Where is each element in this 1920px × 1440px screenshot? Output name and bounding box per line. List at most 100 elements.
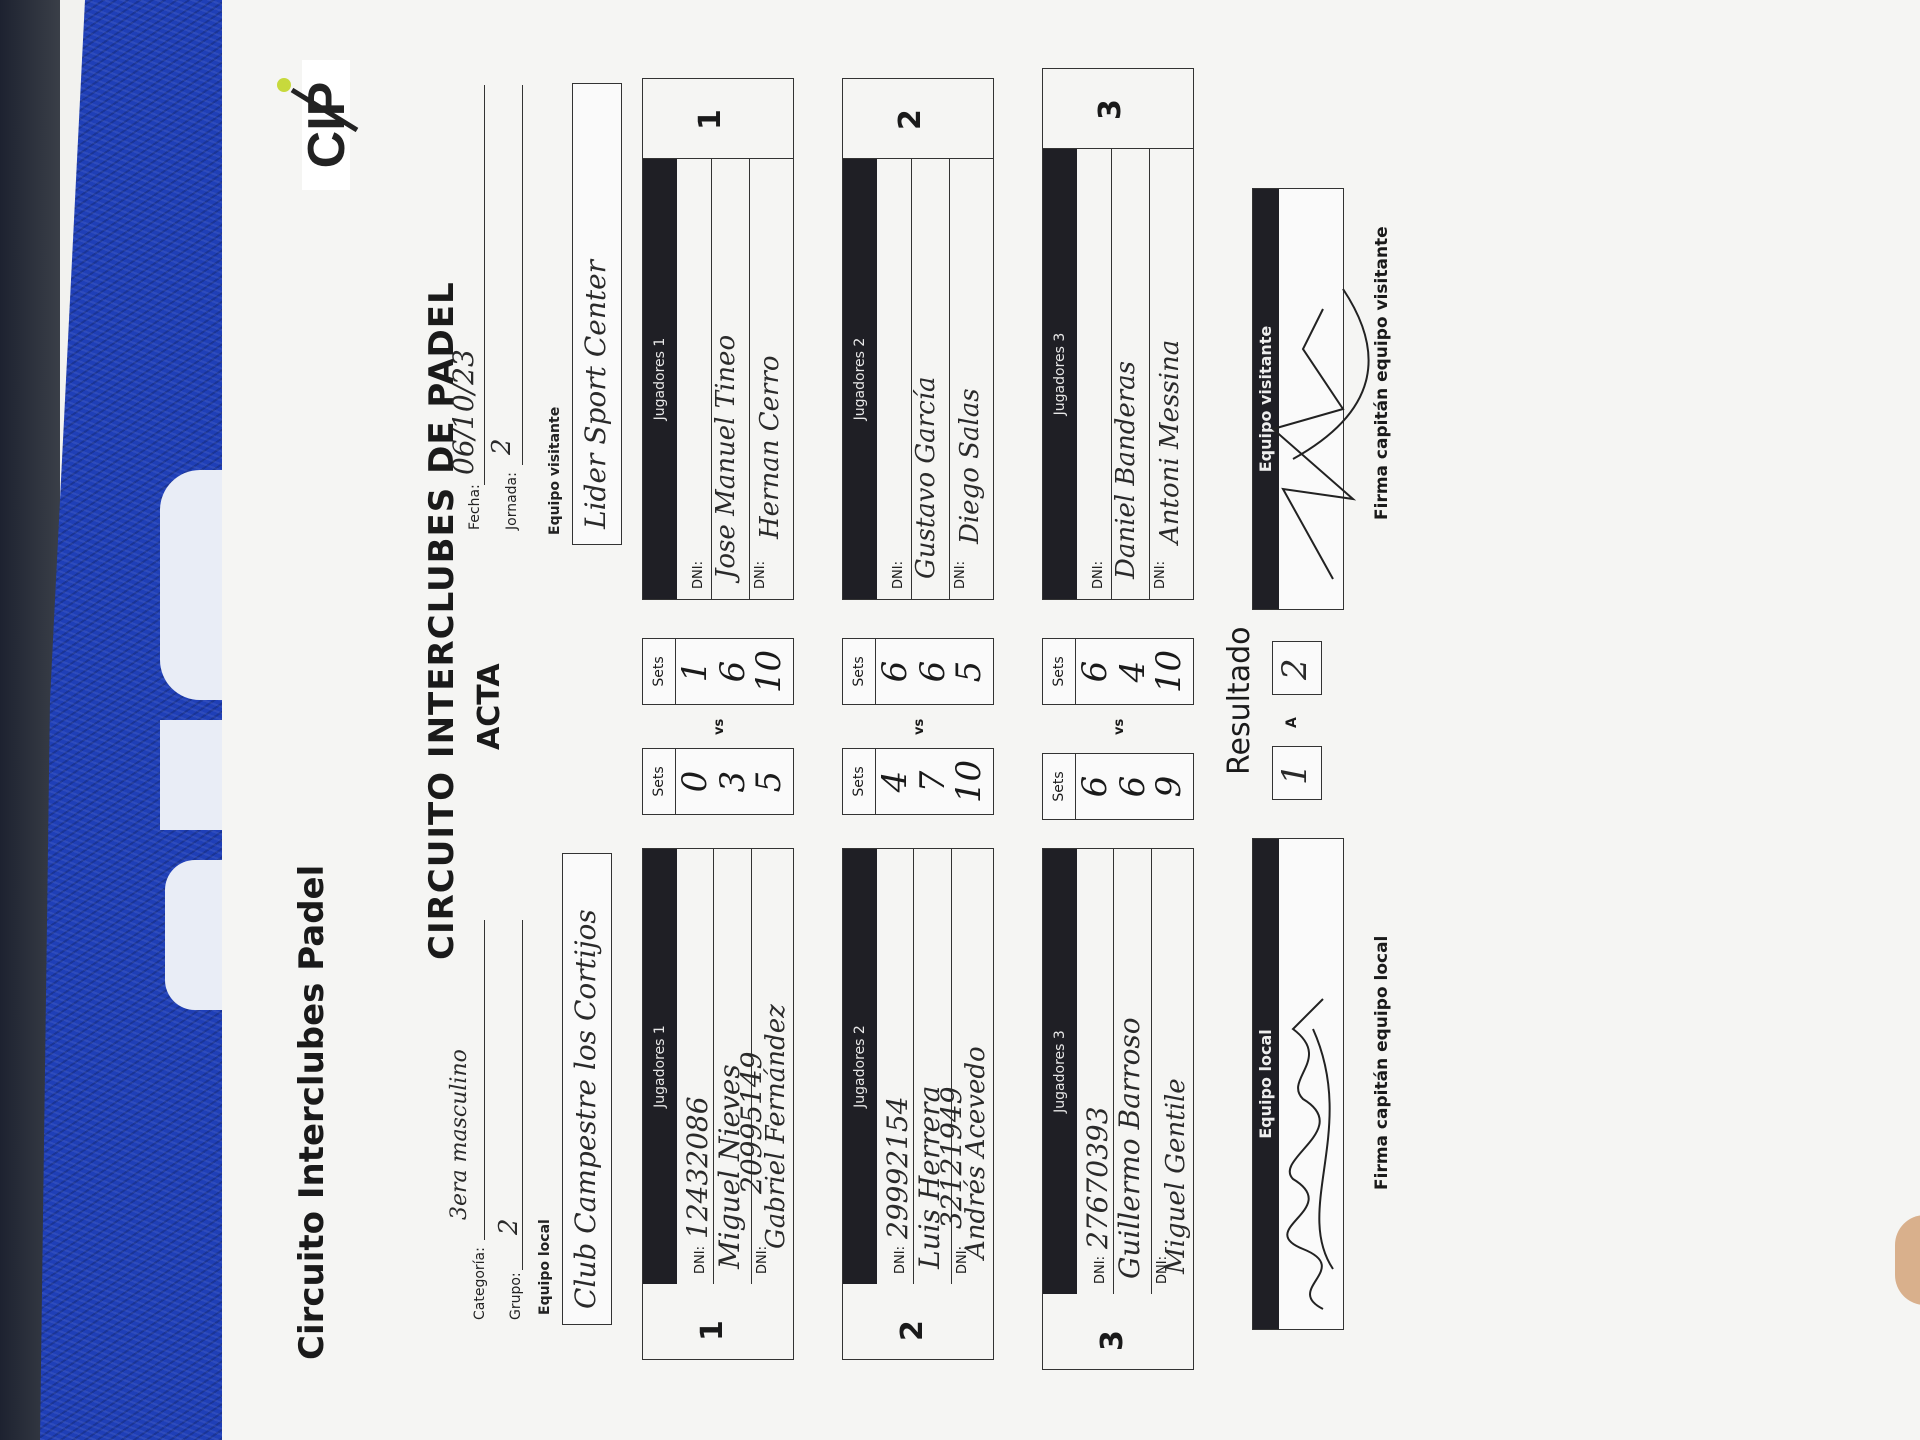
visitor-set-score: 10 (1149, 649, 1189, 694)
local-signature-caption: Firma capitán equipo local (1372, 935, 1392, 1190)
sets-header: Sets (1043, 754, 1076, 819)
jornada-value: 2 (487, 438, 517, 455)
local-set-score: 9 (1149, 775, 1189, 798)
dni-label: DNI: (1091, 561, 1106, 589)
local-set-score: 3 (713, 770, 753, 793)
visitor-pair-2: Jugadores 2 DNI: Gustavo García DNI: Die… (842, 78, 994, 600)
grupo-underline (522, 920, 523, 1270)
document-header: Circuito Interclubes Padel (292, 864, 332, 1360)
local-set-score: 7 (913, 770, 953, 793)
resultado-a: A (1284, 717, 1300, 728)
resultado-label: Resultado (1222, 626, 1257, 775)
vs-label: vs (912, 718, 927, 735)
visitor-player-1: Jose Manuel Tineo (711, 334, 741, 579)
vs-label: vs (712, 718, 727, 735)
visitor-player-1: Gustavo García (911, 376, 941, 580)
local-sets-box: Sets 0 3 5 (642, 748, 794, 815)
visitor-set-score: 6 (875, 660, 915, 683)
visitor-sets-box: Sets 6 4 10 (1042, 638, 1194, 705)
acta-document: Circuito Interclubes Padel CIP CIRCUITO … (222, 0, 1920, 1440)
visitor-pair-number: 1 (693, 109, 728, 130)
sets-header: Sets (843, 749, 876, 814)
local-sets-box: Sets 6 6 9 (1042, 753, 1194, 820)
jornada-label: Jornada: (504, 472, 520, 530)
local-dni-1: 27670393 (1081, 1106, 1114, 1249)
dni-label: DNI: (893, 1246, 908, 1274)
finger (1895, 1215, 1920, 1305)
turf-marking (165, 860, 225, 1010)
visitor-set-score: 4 (1113, 660, 1153, 683)
jornada-underline (522, 85, 523, 465)
sets-header: Sets (843, 639, 876, 704)
local-pair-number: 3 (1095, 1330, 1130, 1351)
resultado-local-box: 1 (1272, 746, 1322, 800)
categoria-value: 3era masculino (447, 1049, 472, 1220)
row-divider (949, 159, 950, 599)
visitor-set-score: 5 (949, 660, 989, 683)
visitor-number-cell: 1 (643, 78, 793, 159)
dni-label: DNI: (693, 1246, 708, 1274)
visitor-sets-box: Sets 6 6 5 (842, 638, 994, 705)
dni-label: DNI: (1093, 1256, 1108, 1284)
visitor-team-name-box: Lider Sport Center (572, 83, 622, 545)
local-team-name-box: Club Campestre los Cortijos (562, 853, 612, 1325)
visitor-signature-caption: Firma capitán equipo visitante (1372, 226, 1392, 520)
grupo-value: 2 (494, 1218, 524, 1235)
dni-label: DNI: (753, 561, 768, 589)
row-divider (1151, 849, 1152, 1294)
local-pair-header: Jugadores 2 (843, 849, 877, 1284)
visitor-signature-drawing-icon (1270, 288, 1370, 580)
local-set-score: 6 (1075, 775, 1115, 798)
visitor-set-score: 1 (675, 660, 715, 683)
local-set-score: 10 (949, 759, 989, 804)
local-pair-number: 2 (895, 1320, 930, 1341)
local-player-2: Gabriel Fernández (761, 1004, 791, 1249)
visitor-pair-header: Jugadores 3 (1043, 149, 1077, 599)
visitor-number-cell: 3 (1043, 68, 1193, 149)
visitor-player-1: Daniel Banderas (1111, 360, 1141, 579)
visitor-pair-number: 3 (1093, 99, 1128, 120)
local-signature-drawing-icon (1286, 998, 1334, 1310)
local-pair-2: 2 Jugadores 2 DNI: 29992154 Luis Herrera… (842, 848, 994, 1360)
fecha-underline (484, 85, 485, 485)
visitor-set-score: 6 (1075, 660, 1115, 683)
turf-marking (160, 720, 230, 830)
resultado-visitor: 2 (1275, 658, 1315, 680)
visitor-pair-header: Jugadores 2 (843, 159, 877, 599)
row-divider (749, 159, 750, 599)
document-subtitle: ACTA (472, 663, 507, 750)
visitor-number-cell: 2 (843, 78, 993, 159)
sets-header: Sets (1043, 639, 1076, 704)
dni-label: DNI: (1153, 561, 1168, 589)
resultado-local: 1 (1275, 763, 1315, 785)
local-set-score: 4 (875, 770, 915, 793)
vs-label: vs (1112, 718, 1127, 735)
local-pair-3: 3 Jugadores 3 DNI: 27670393 Guillermo Ba… (1042, 848, 1194, 1370)
visitor-pair-1: Jugadores 1 DNI: Jose Manuel Tineo DNI: … (642, 78, 794, 600)
visitor-set-score: 6 (913, 660, 953, 683)
local-player-1: Guillermo Barroso (1113, 1017, 1146, 1279)
fecha-label: Fecha: (467, 484, 483, 530)
local-sets-box: Sets 4 7 10 (842, 748, 994, 815)
categoria-label: Categoría: (472, 1247, 488, 1320)
local-set-score: 5 (749, 770, 789, 793)
local-pair-1: 1 Jugadores 1 DNI: 12432086 Miguel Nieve… (642, 848, 794, 1360)
row-divider (1149, 149, 1150, 599)
dni-label: DNI: (953, 561, 968, 589)
visitor-player-2: Antoni Messina (1155, 339, 1185, 544)
local-set-score: 6 (1113, 775, 1153, 798)
local-dni-1: 29992154 (881, 1096, 914, 1239)
dni-label: DNI: (691, 561, 706, 589)
visitor-pair-header: Jugadores 1 (643, 159, 677, 599)
local-signature-box: Equipo local (1252, 838, 1344, 1330)
local-player-2: Andrés Acevedo (961, 1046, 991, 1259)
local-set-score: 0 (675, 770, 715, 793)
visitor-pair-3: Jugadores 3 DNI: Daniel Banderas DNI: An… (1042, 68, 1194, 600)
grupo-label: Grupo: (508, 1272, 524, 1320)
local-dni-1: 12432086 (681, 1096, 714, 1239)
visitor-player-2: Hernan Cerro (755, 355, 785, 539)
local-team-name: Club Campestre los Cortijos (569, 909, 602, 1309)
sets-header: Sets (643, 639, 676, 704)
dni-label: DNI: (755, 1246, 770, 1274)
visitor-set-score: 6 (713, 660, 753, 683)
